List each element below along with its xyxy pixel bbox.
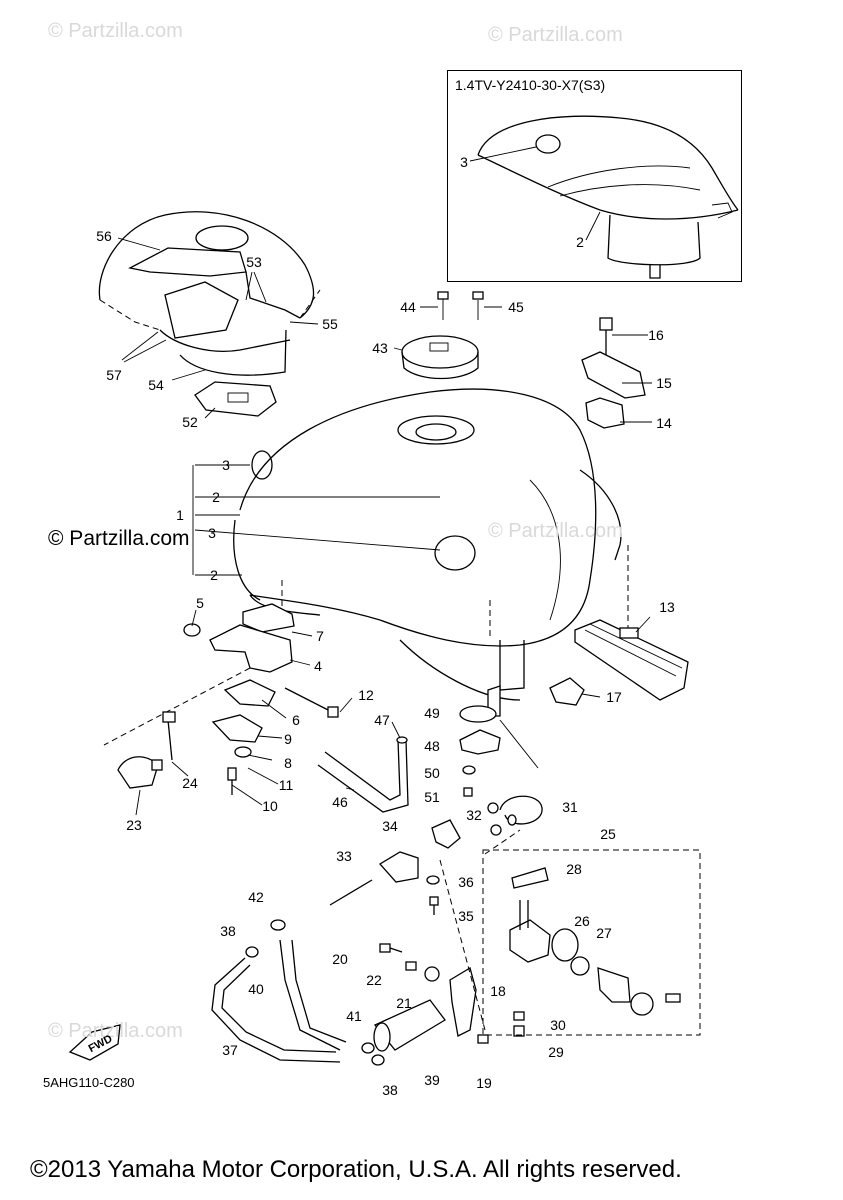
callout[interactable]: 43	[372, 340, 388, 356]
callout[interactable]: 2	[576, 234, 584, 250]
callout[interactable]: 55	[322, 316, 338, 332]
callout[interactable]: 42	[248, 889, 264, 905]
callout[interactable]: 28	[566, 861, 582, 877]
callout[interactable]: 34	[382, 818, 398, 834]
callout[interactable]: 38	[382, 1082, 398, 1098]
callout[interactable]: 36	[458, 874, 474, 890]
callout[interactable]: 23	[126, 817, 142, 833]
callout[interactable]: 14	[656, 415, 672, 431]
callout[interactable]: 38	[220, 923, 236, 939]
callout[interactable]: 27	[596, 925, 612, 941]
callout[interactable]: 57	[106, 367, 122, 383]
callout[interactable]: 29	[548, 1044, 564, 1060]
callout[interactable]: 2	[212, 489, 220, 505]
tank-cover-drawing	[98, 211, 321, 419]
callout[interactable]: 40	[248, 981, 264, 997]
callout[interactable]: 44	[400, 299, 416, 315]
callout[interactable]: 37	[222, 1042, 238, 1058]
callout[interactable]: 3	[460, 154, 468, 170]
watermark: © Partzilla.com	[48, 20, 183, 42]
callout[interactable]: 3	[222, 457, 230, 473]
callout[interactable]: 17	[606, 689, 622, 705]
inset-tank-drawing	[469, 115, 739, 279]
watermark: © Partzilla.com	[48, 527, 190, 550]
callout[interactable]: 10	[262, 798, 278, 814]
callout[interactable]: 2	[210, 567, 218, 583]
fwd-arrow	[68, 1024, 121, 1061]
callout[interactable]: 54	[148, 377, 164, 393]
callout[interactable]: 4	[314, 658, 322, 674]
callout[interactable]: 26	[574, 913, 590, 929]
callout[interactable]: 13	[659, 599, 675, 615]
callout[interactable]: 31	[562, 799, 578, 815]
inset-title: 1.4TV-Y2410-30-X7(S3)	[455, 77, 606, 93]
callout[interactable]: 22	[366, 972, 382, 988]
watermark: © Partzilla.com	[488, 24, 623, 46]
copyright-notice: ©2013 Yamaha Motor Corporation, U.S.A. A…	[30, 1156, 682, 1183]
callout[interactable]: 48	[424, 738, 440, 754]
diagram-code: 5AHG110-C280	[43, 1075, 135, 1090]
rubber-strip-drawing	[549, 616, 689, 706]
callout[interactable]: 12	[358, 687, 374, 703]
callout[interactable]: 53	[246, 254, 262, 270]
callout[interactable]: 45	[508, 299, 524, 315]
callout[interactable]: 49	[424, 705, 440, 721]
fuel-lines-drawing	[211, 685, 701, 1066]
callout[interactable]: 33	[336, 848, 352, 864]
callout[interactable]: 7	[316, 628, 324, 644]
bracket-parts-drawing	[581, 317, 652, 429]
callout[interactable]: 3	[208, 525, 216, 541]
callout[interactable]: 35	[458, 908, 474, 924]
fuel-sender-drawing	[117, 711, 189, 816]
callout[interactable]: 21	[396, 995, 412, 1011]
callout[interactable]: 19	[476, 1075, 492, 1091]
callout[interactable]: 16	[648, 327, 664, 343]
callout[interactable]: 50	[424, 765, 440, 781]
mount-brackets-drawing	[103, 603, 353, 806]
callout[interactable]: 30	[550, 1017, 566, 1033]
watermark: © Partzilla.com	[48, 1020, 183, 1042]
inset-frame	[447, 70, 742, 282]
callout[interactable]: 18	[490, 983, 506, 999]
callout[interactable]: 51	[424, 789, 440, 805]
fuel-cap-drawing	[393, 291, 502, 380]
callout[interactable]: 8	[284, 755, 292, 771]
callout[interactable]: 47	[374, 712, 390, 728]
callout[interactable]: 32	[466, 807, 482, 823]
callout[interactable]: 20	[332, 951, 348, 967]
callout[interactable]: 11	[278, 777, 294, 793]
callout[interactable]: 1	[176, 507, 184, 523]
callout[interactable]: 52	[182, 414, 198, 430]
callout[interactable]: 41	[346, 1008, 362, 1024]
fuel-tank-drawing	[192, 388, 629, 701]
watermark: © Partzilla.com	[488, 520, 623, 542]
callout[interactable]: 24	[182, 775, 198, 791]
callout[interactable]: 25	[600, 826, 616, 842]
callout[interactable]: 6	[292, 712, 300, 728]
callout[interactable]: 56	[96, 228, 112, 244]
callout[interactable]: 5	[196, 595, 204, 611]
callout[interactable]: 9	[284, 731, 292, 747]
callout[interactable]: 15	[656, 375, 672, 391]
callout[interactable]: 39	[424, 1072, 440, 1088]
callout[interactable]: 46	[332, 794, 348, 810]
